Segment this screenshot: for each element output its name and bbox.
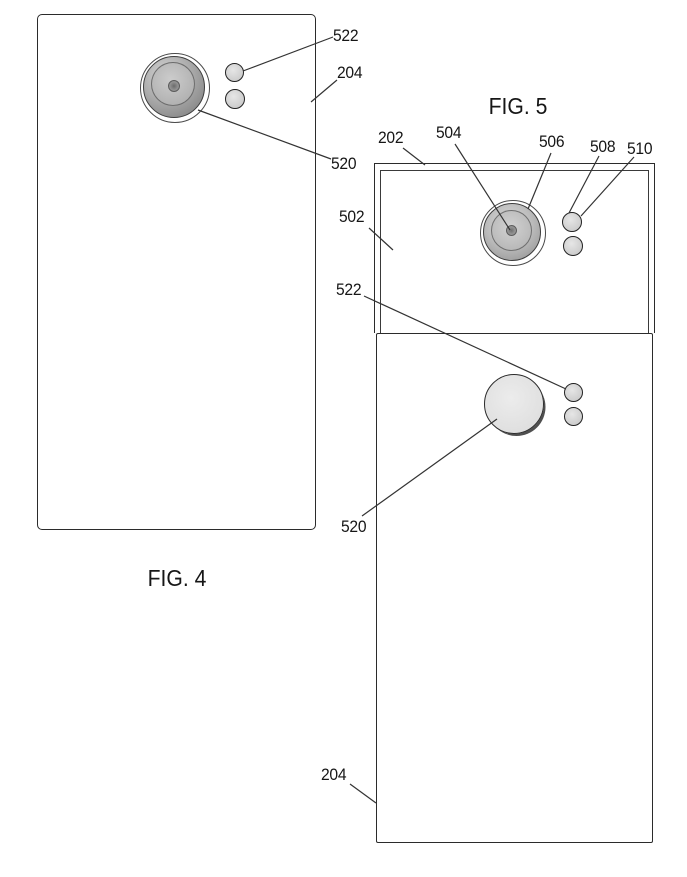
- fig5-ref-502: 502: [339, 207, 365, 226]
- fig5-ref-522: 522: [336, 280, 362, 299]
- fig5-ref-504: 504: [436, 123, 462, 142]
- fig5-ref-508: 508: [590, 137, 616, 156]
- fig5-body-camera-lens: [484, 374, 544, 434]
- fig5-ref-506: 506: [539, 132, 565, 151]
- fig5-body-flash-dot-top: [564, 383, 583, 402]
- fig4-flash-dot-bottom: [225, 89, 245, 109]
- fig5-camera-outer-ring: [480, 200, 546, 266]
- fig5-ref-204: 204: [321, 765, 347, 784]
- fig5-body-flash-dot-bottom: [564, 407, 583, 426]
- fig5-ref-520: 520: [341, 517, 367, 536]
- fig4-caption: FIG. 4: [147, 565, 207, 591]
- fig4-ref-204: 204: [337, 63, 363, 82]
- fig4-flash-dot-top: [225, 63, 244, 82]
- fig5-caption: FIG. 5: [488, 93, 548, 119]
- fig5-camera-center-dot: [506, 225, 517, 236]
- fig5-flash-dot-bottom: [563, 236, 583, 256]
- fig4-camera-lens: [143, 56, 205, 118]
- fig4-ref-522: 522: [333, 26, 359, 45]
- fig5-camera-lens: [483, 203, 541, 261]
- fig5-ref-510: 510: [627, 139, 653, 158]
- fig5-camera-housing-inner-line: [380, 170, 649, 333]
- fig4-camera-center-dot: [168, 80, 180, 92]
- fig5-leader-204: [349, 783, 377, 804]
- fig5-flash-dot-top: [562, 212, 582, 232]
- fig4-ref-520: 520: [331, 154, 357, 173]
- fig5-ref-202: 202: [378, 128, 404, 147]
- fig4-camera-outer-ring: [140, 53, 210, 123]
